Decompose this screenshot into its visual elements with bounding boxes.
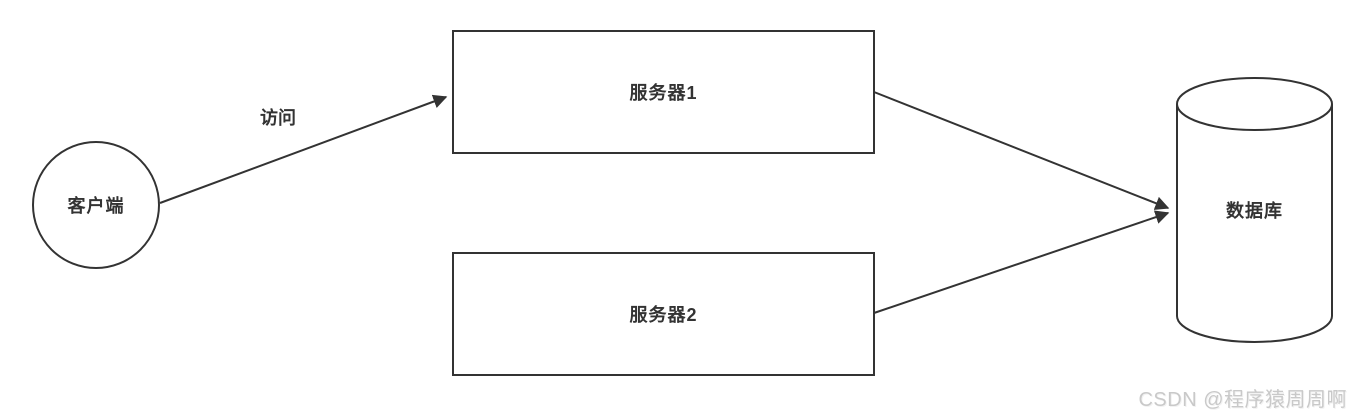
- server1-node-shape: [452, 30, 875, 154]
- watermark: CSDN @程序猿周周啊: [1138, 389, 1347, 411]
- edge-client-server1: [159, 94, 448, 204]
- edge-server1-database: [873, 91, 1170, 210]
- server2-node-shape: [452, 252, 875, 376]
- database-node-shape: [1176, 77, 1333, 343]
- client-node-shape: [32, 141, 160, 269]
- edge-server2-database: [873, 210, 1170, 314]
